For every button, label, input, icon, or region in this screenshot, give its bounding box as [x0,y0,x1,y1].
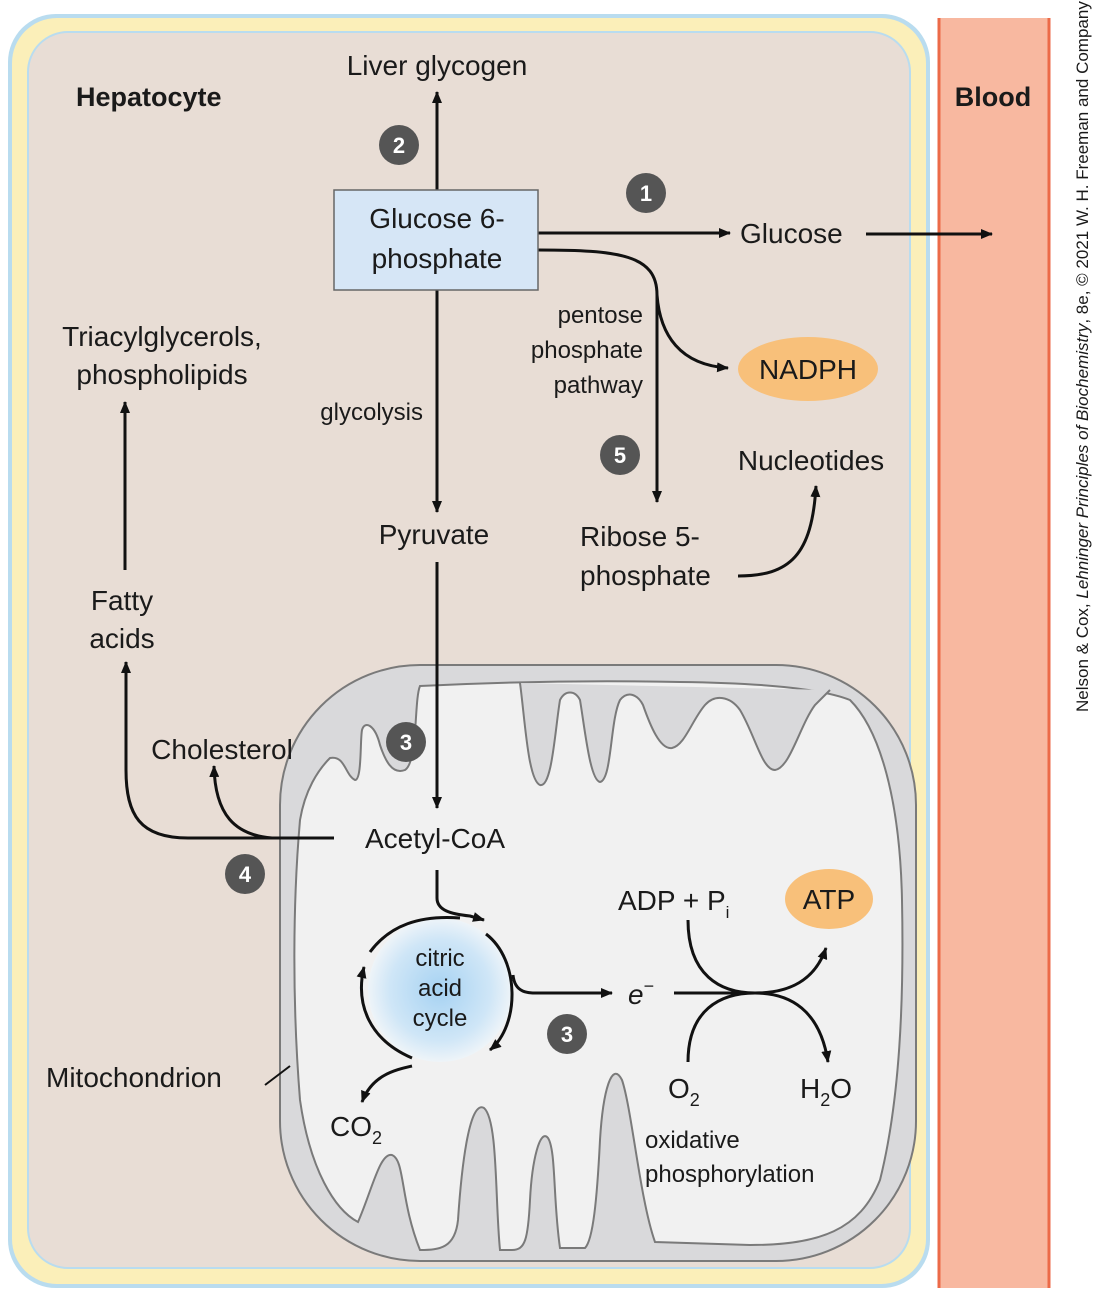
arrow-to-ribose [537,248,662,503]
step-badge-1: 1 [626,173,666,213]
mitochondrion-matrix [293,680,904,1252]
ppp-label-line2: phosphate [531,337,643,364]
triacylglycerols-label-line2: phospholipids [76,359,247,390]
water-label: H2O [800,1073,852,1110]
co2-label: CO2 [330,1111,382,1148]
mitochondrion-crista [519,682,831,786]
oxygen-label: O2 [668,1073,700,1110]
nadph-ellipse [738,337,878,401]
arrow-to-electrons [511,974,613,998]
adp-pi-label: ADP + Pi [618,885,729,922]
nadph-label: NADPH [759,354,857,385]
glucose-6-phosphate-box [333,189,539,291]
step-badge-5: 5 [600,435,640,475]
fatty-acids-label-line2: acids [89,623,154,654]
cac-arc-top [368,916,461,953]
liver-glycogen-label: Liver glycogen [347,50,528,81]
mitochondrion-leader-line [264,1065,291,1086]
ppp-label-line1: pentose [558,302,643,329]
glucose-label: Glucose [740,218,843,249]
cholesterol-label: Cholesterol [151,734,293,765]
step-badge-2-number: 2 [393,133,405,158]
step-badge-3-top: 3 [386,722,426,762]
ribose-label-line2: phosphate [580,560,711,591]
step-badge-3-bottom: 3 [547,1014,587,1054]
arrow-to-cholesterol [209,765,273,840]
citric-acid-cycle-ring [356,916,514,1060]
step-badge-1-number: 1 [640,181,652,206]
credit-line: Nelson & Cox, Lehninger Principles of Bi… [1073,1,1092,712]
acetyl-coa-label: Acetyl-CoA [365,823,505,854]
cac-label-line3: cycle [413,1005,468,1032]
mitochondrion-label: Mitochondrion [46,1062,222,1093]
arrow-to-co2 [360,1064,413,1103]
cac-arc-right [485,932,514,1052]
fatty-acids-label-line1: Fatty [91,585,153,616]
arrow-to-fatty-acids [121,661,334,840]
nucleotides-label: Nucleotides [738,445,884,476]
step-badge-3-bottom-number: 3 [561,1022,573,1047]
cac-label-line2: acid [418,975,462,1002]
step-badge-4-number: 4 [239,862,252,887]
oxphos-label-line1: oxidative [645,1127,740,1154]
electron-label: e− [628,976,654,1010]
oxphos-label-line2: phosphorylation [645,1161,814,1188]
step-badge-2: 2 [379,125,419,165]
ribose-label-line1: Ribose 5- [580,521,700,552]
citric-acid-cycle-disc [368,918,512,1062]
cac-label-line1: citric [415,945,464,972]
glucose-6-phosphate-line2: phosphate [372,243,503,274]
hepatocyte-title: Hepatocyte [76,82,222,112]
cac-arc-left [356,966,413,1060]
arrow-to-nadph [655,294,729,373]
glucose-6-phosphate-line1: Glucose 6- [369,203,504,234]
triacylglycerols-label-line1: Triacylglycerols, [62,321,262,352]
pathway-arrows [120,91,993,1103]
arrow-into-cac [435,870,485,922]
atp-ellipse [785,869,873,929]
step-badge-4: 4 [225,854,265,894]
arrow-to-h2o [686,991,832,1063]
glycolysis-label: glycolysis [320,399,423,426]
blood-region [938,18,1050,1288]
pyruvate-label: Pyruvate [379,519,490,550]
atp-label: ATP [803,884,855,915]
step-badge-3-top-number: 3 [400,730,412,755]
arrow-to-nucleotides [737,485,821,578]
blood-title: Blood [955,82,1031,112]
ppp-label-line3: pathway [554,372,643,399]
step-badge-5-number: 5 [614,443,626,468]
